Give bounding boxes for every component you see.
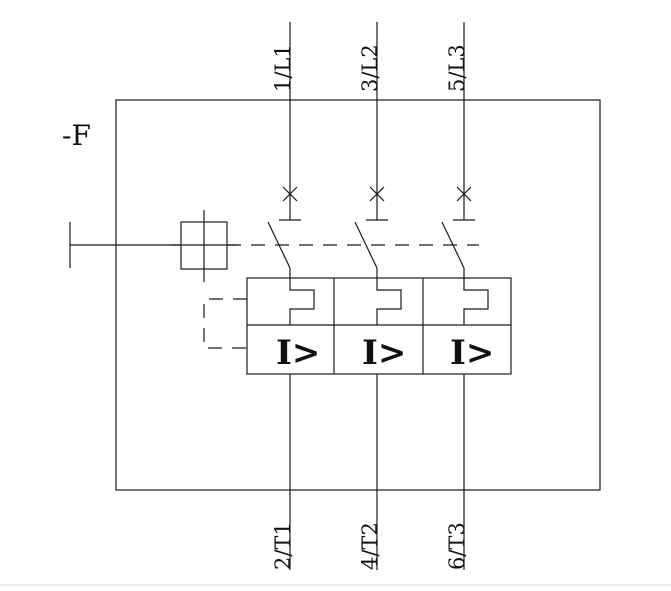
terminal-top-1: 1/L1 bbox=[271, 44, 295, 92]
overload-symbol-1: I> bbox=[276, 333, 320, 373]
terminal-top-2: 3/L2 bbox=[358, 44, 382, 92]
device-label: -F bbox=[62, 119, 91, 152]
thermal-element-1 bbox=[289, 278, 315, 325]
trip-linkage bbox=[203, 298, 247, 349]
thermal-element-3 bbox=[463, 278, 489, 325]
switch-contact-2 bbox=[354, 221, 378, 269]
device-frame bbox=[115, 99, 601, 491]
terminal-bottom-3: 6/T3 bbox=[445, 522, 469, 570]
overload-symbol-2: I> bbox=[362, 333, 406, 373]
terminal-top-3: 5/L3 bbox=[445, 44, 469, 92]
thermal-element-2 bbox=[376, 278, 402, 325]
manual-operator bbox=[69, 210, 236, 282]
overload-symbol-3: I> bbox=[450, 333, 494, 373]
pole-1 bbox=[267, 22, 301, 570]
pole-3 bbox=[441, 22, 475, 570]
trip-unit: I> I> I> bbox=[246, 277, 512, 375]
terminal-bottom-1: 2/T1 bbox=[271, 522, 295, 570]
terminal-bottom-2: 4/T2 bbox=[358, 522, 382, 570]
pole-2 bbox=[354, 22, 388, 570]
